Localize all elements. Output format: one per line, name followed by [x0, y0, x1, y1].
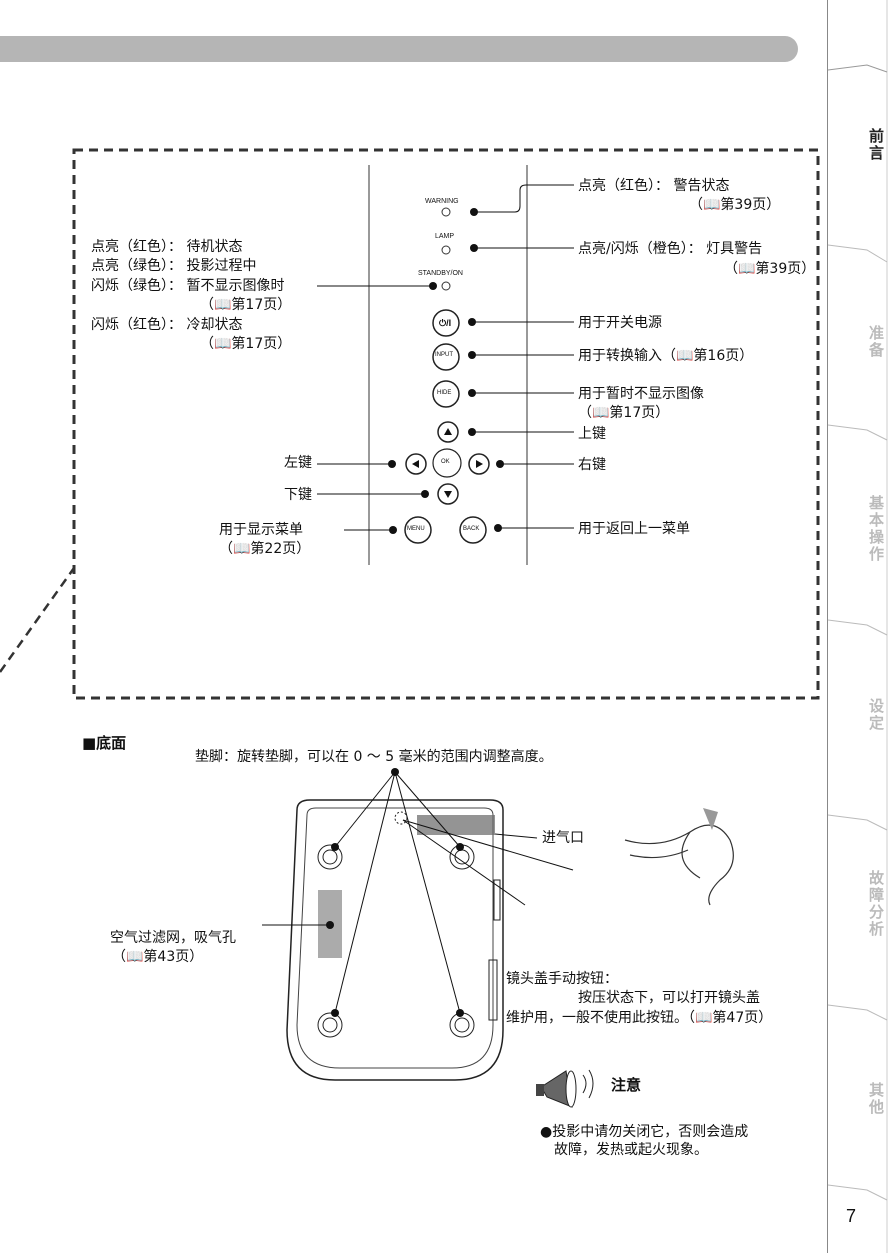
- lamp-desc: 点亮/闪烁（橙色）： 灯具警告: [578, 241, 763, 257]
- megaphone-icon: [536, 1069, 594, 1108]
- warning-ref: （📖第39页）: [689, 197, 781, 213]
- menu-button: [344, 516, 432, 544]
- warning-desc: 点亮（红色）： 警告状态: [578, 178, 730, 194]
- standby-green-desc: 点亮（绿色）： 投影过程中: [91, 258, 257, 274]
- menu-ref: （📖第22页）: [219, 541, 311, 557]
- input-button: [432, 343, 574, 371]
- input-button-label: INPUT: [435, 352, 453, 358]
- menu-desc: 用于显示菜单: [219, 522, 303, 538]
- power-desc: 用于开关电源: [578, 315, 662, 331]
- standby-indicator-label: STANDBY/ON: [418, 270, 463, 277]
- projector-bottom-illustration: [262, 768, 734, 1108]
- tab-basic-operation[interactable]: 基本操作: [867, 495, 885, 563]
- filter-ref: （📖第43页）: [112, 949, 204, 965]
- intake-label: 进气口: [542, 830, 584, 846]
- feet-desc: 垫脚：旋转垫脚，可以在 0 ～ 5 毫米的范围内调整高度。: [195, 749, 553, 765]
- hide-desc: 用于暂时不显示图像: [578, 386, 704, 402]
- note-line-2: 故障，发热或起火现象。: [554, 1142, 708, 1158]
- hand-press-illustration: [624, 824, 734, 906]
- lamp-ref: （📖第39页）: [724, 261, 816, 277]
- left-button: [317, 453, 427, 475]
- ok-button-label: OK: [441, 459, 450, 465]
- down-key-label: 下键: [284, 487, 312, 503]
- tab-preparation[interactable]: 准备: [867, 325, 885, 359]
- hide-button-label: HIDE: [437, 390, 452, 396]
- tab-preface[interactable]: 前言: [867, 128, 885, 162]
- down-button: [317, 483, 459, 505]
- up-button: [437, 421, 574, 443]
- menu-button-label: MENU: [407, 526, 425, 532]
- hide-button: [432, 380, 574, 408]
- up-key-label: 上键: [578, 426, 606, 442]
- warning-indicator-label: WARNING: [425, 198, 459, 205]
- input-desc: 用于转换输入（📖第16页）: [578, 348, 754, 364]
- lens-cover-title: 镜头盖手动按钮：: [506, 971, 618, 987]
- back-button-label: BACK: [463, 526, 480, 532]
- tab-settings[interactable]: 设定: [867, 698, 885, 732]
- header-bar: [0, 36, 798, 62]
- ok-button: [432, 448, 462, 478]
- standby-red-desc: 点亮（红色）： 待机状态: [91, 239, 243, 255]
- blink-red-desc: 闪烁（红色）： 冷却状态: [91, 317, 243, 333]
- panel-diagram: [0, 148, 820, 700]
- tab-other[interactable]: 其他: [867, 1082, 885, 1116]
- filter-label: 空气过滤网，吸气孔: [110, 930, 236, 946]
- section-heading: ■底面: [82, 734, 127, 752]
- right-key-label: 右键: [578, 457, 606, 473]
- lens-cover-desc: 按压状态下，可以打开镜头盖: [578, 990, 760, 1006]
- right-button: [468, 453, 574, 475]
- back-button: [459, 516, 574, 544]
- left-key-label: 左键: [284, 455, 312, 471]
- hide-ref: （📖第17页）: [578, 405, 670, 421]
- tab-troubleshooting[interactable]: 故障分析: [867, 870, 885, 938]
- power-button: [432, 309, 574, 337]
- chapter-tabs: 前言 准备 基本操作 设定 故障分析 其他: [827, 0, 893, 1253]
- power-button-label: ⏻/I: [439, 318, 452, 328]
- back-desc: 用于返回上一菜单: [578, 521, 690, 537]
- note-title: 注意: [611, 1076, 642, 1094]
- note-line-1: ●投影中请勿关闭它，否则会造成: [540, 1124, 749, 1140]
- lamp-indicator-label: LAMP: [435, 233, 455, 240]
- blink-green-desc: 闪烁（绿色）： 暂不显示图像时: [91, 278, 285, 294]
- tab-outline: [827, 0, 888, 1253]
- blink-red-ref: （📖第17页）: [200, 336, 292, 352]
- page-number: 7: [846, 1206, 857, 1226]
- lens-cover-note: 维护用，一般不使用此按钮。（📖第47页）: [506, 1010, 773, 1026]
- blink-green-ref: （📖第17页）: [200, 297, 292, 313]
